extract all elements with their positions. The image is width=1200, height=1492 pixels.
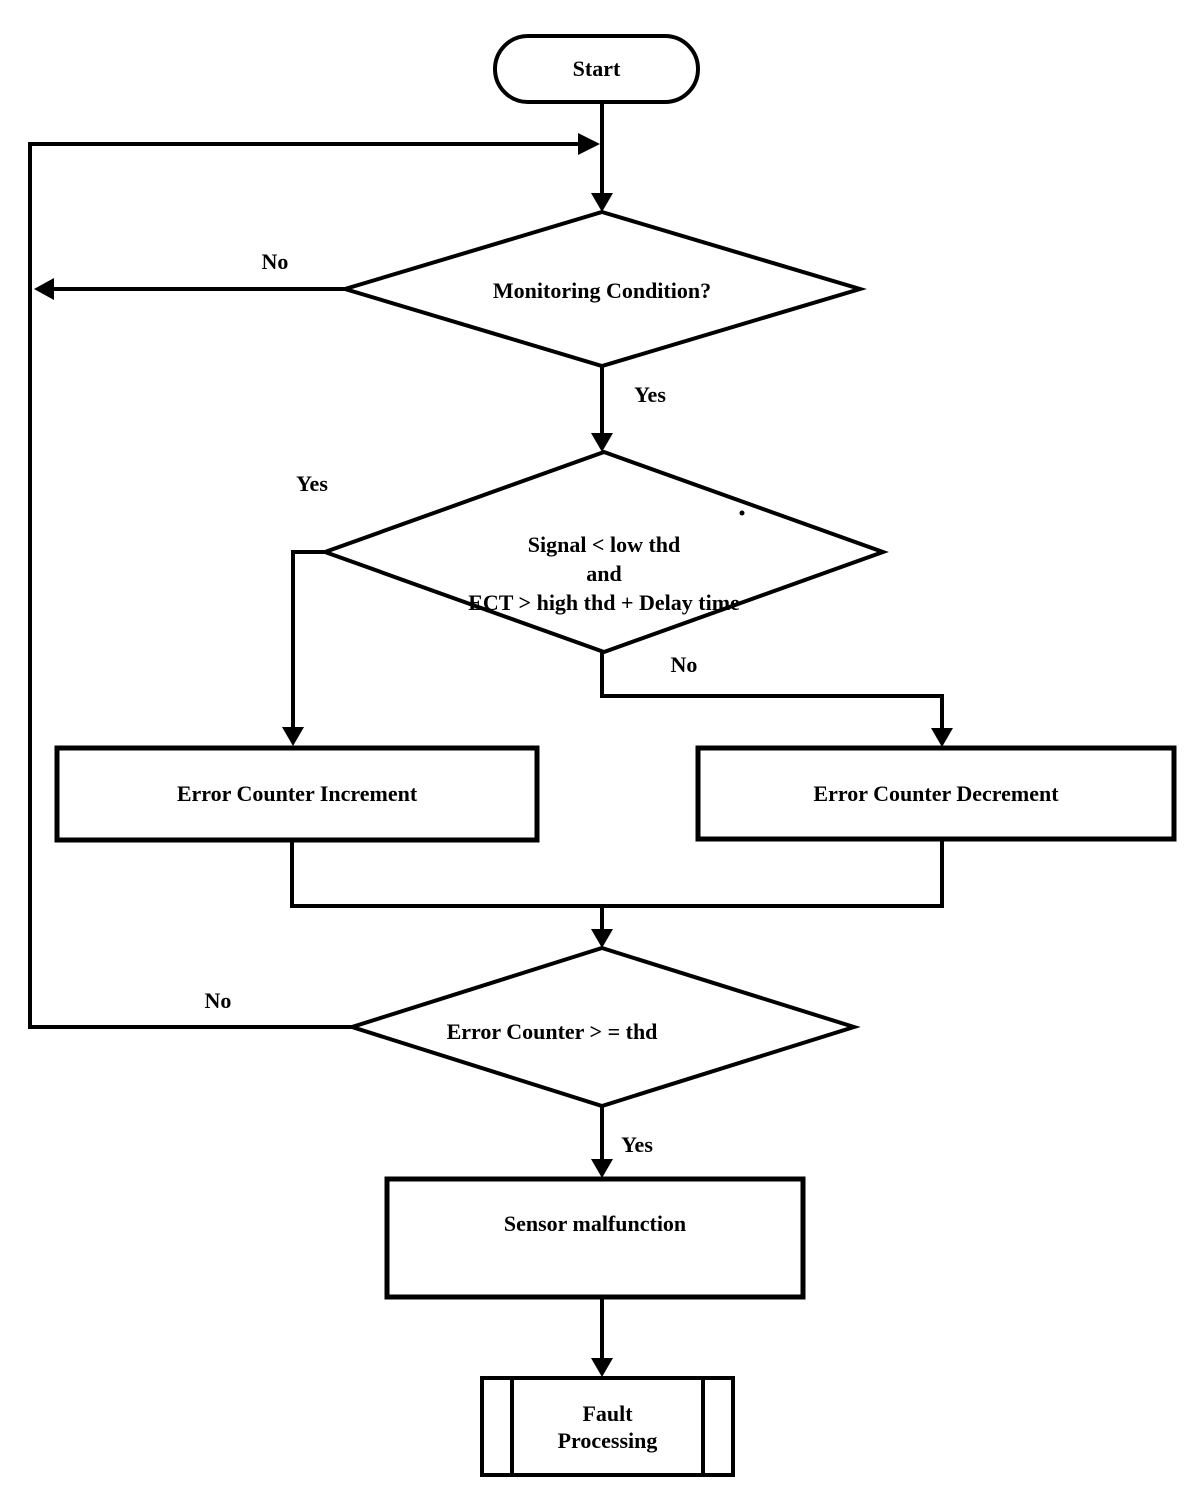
arrowhead-into-threshold <box>591 929 613 948</box>
signal-no-label: No <box>670 652 698 677</box>
signal-decision-label: Signal < low thd and ECT > high thd + De… <box>404 530 804 617</box>
threshold-no-label: No <box>204 988 232 1013</box>
arrowhead-into-decrement <box>931 728 953 747</box>
monitoring-no-label: No <box>261 249 289 274</box>
arrowhead-into-monitoring <box>591 193 613 212</box>
fault-process-line1: Fault <box>582 1400 633 1426</box>
increment-process-label: Error Counter Increment <box>176 781 418 806</box>
monitoring-decision-label: Monitoring Condition? <box>492 278 712 303</box>
signal-yes-label: Yes <box>296 471 328 496</box>
loop-back-connector <box>28 142 578 1029</box>
threshold-yes-label: Yes <box>621 1132 653 1157</box>
monitoring-decision-shape <box>338 209 867 369</box>
signal-yes-connector <box>291 550 325 729</box>
malfunction-process-label: Sensor malfunction <box>503 1211 687 1236</box>
threshold-decision-shape <box>345 945 861 1109</box>
fault-predefined-shape <box>480 1376 735 1477</box>
scan-artifact-dot <box>739 510 745 516</box>
signal-no-connector <box>600 652 944 730</box>
decrement-process-label: Error Counter Decrement <box>813 780 1059 806</box>
threshold-decision-label: Error Counter > = thd <box>446 1019 658 1044</box>
signal-decision-shape <box>319 449 889 655</box>
arrowhead-loop-entry <box>578 133 600 155</box>
increment-process-shape <box>54 745 540 843</box>
decrement-process-shape <box>695 745 1177 842</box>
fault-process-label: Fault Processing <box>482 1378 733 1475</box>
arrowhead-into-signal <box>591 433 613 452</box>
arrowhead-into-increment <box>282 727 304 746</box>
fault-process-line2: Processing <box>557 1427 658 1453</box>
monitoring-yes-label: Yes <box>634 382 666 407</box>
arrowhead-monitoring-no <box>34 278 54 300</box>
signal-decision-line2: and <box>586 561 622 586</box>
signal-decision-line3: ECT > high thd + Delay time <box>468 590 740 615</box>
start-node-label: Start <box>572 56 621 81</box>
malfunction-process-shape <box>384 1176 806 1300</box>
arrowhead-into-malfunction <box>591 1159 613 1178</box>
arrowhead-into-fault <box>591 1358 613 1377</box>
start-node-shape <box>493 34 700 104</box>
signal-decision-line1: Signal < low thd <box>527 532 681 557</box>
merge-connector <box>290 840 944 908</box>
